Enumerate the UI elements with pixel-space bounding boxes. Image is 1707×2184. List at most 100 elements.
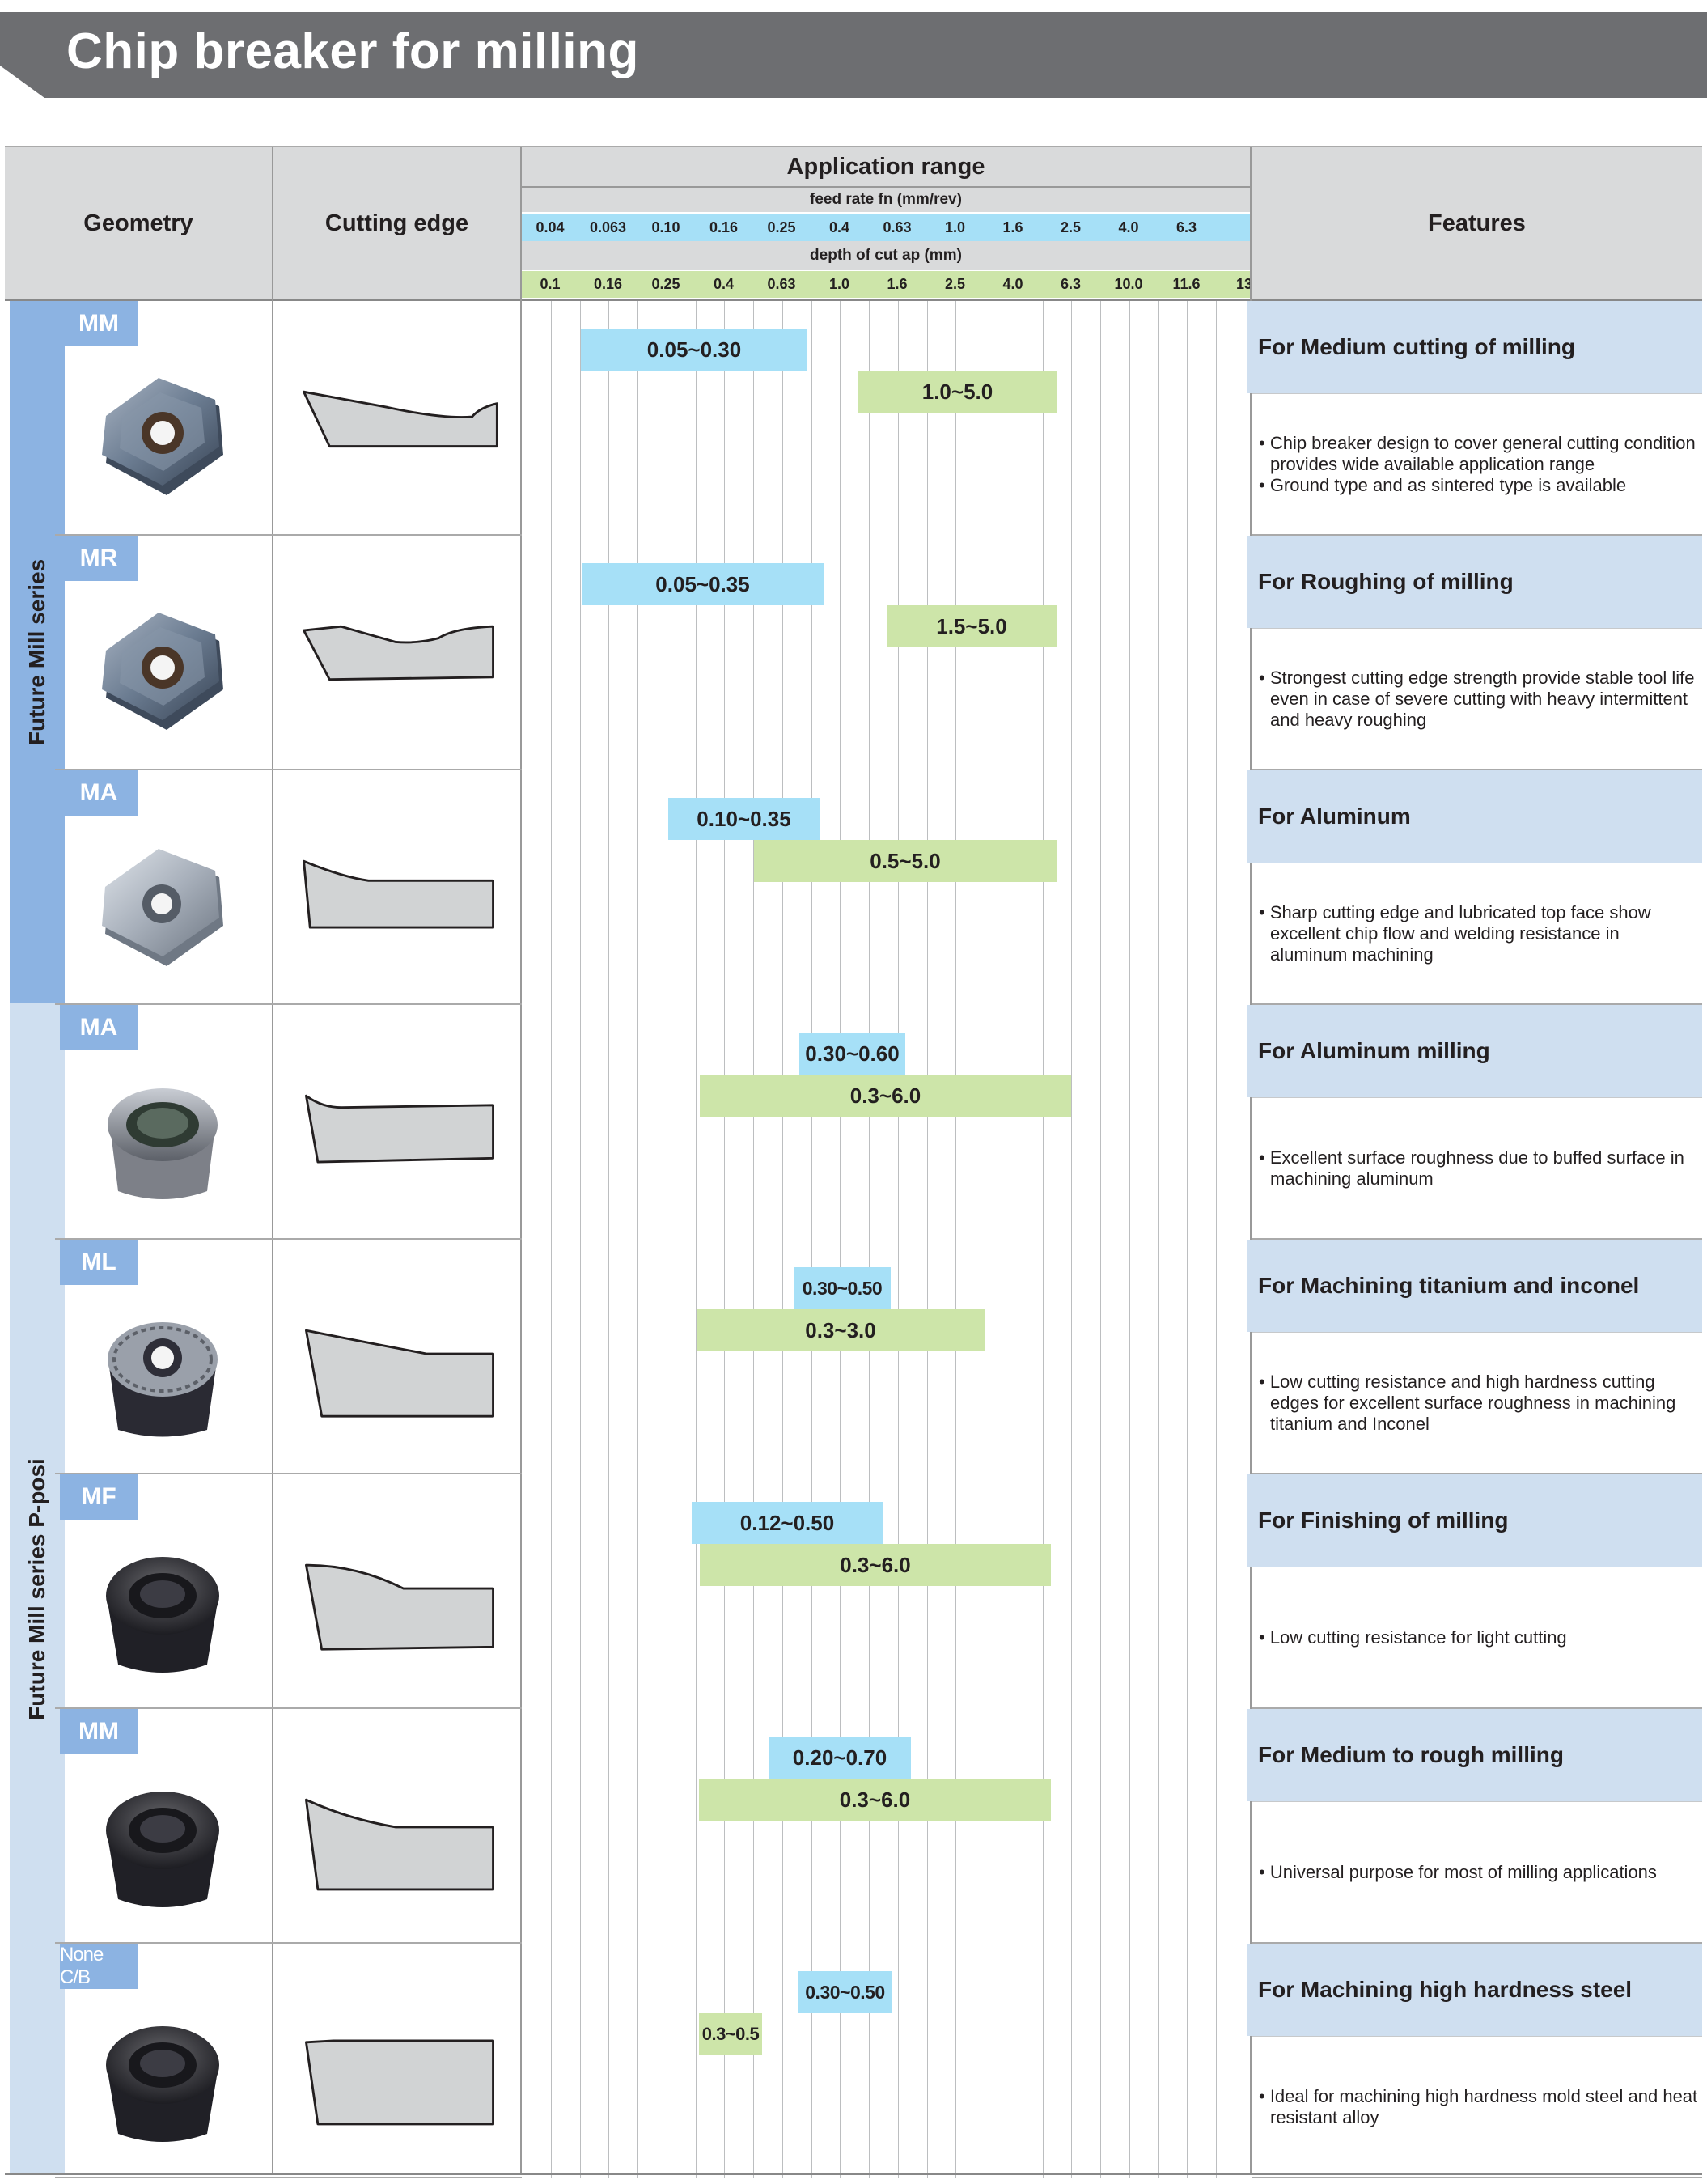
feed-range-bar: 0.05~0.30 xyxy=(581,329,807,371)
feed-range-bar: 0.30~0.50 xyxy=(794,1267,891,1309)
grid-line xyxy=(811,1944,812,2178)
feature-bullet: • Low cutting resistance and high hardne… xyxy=(1259,1372,1676,1434)
depth-tick-label: 13 xyxy=(1235,276,1253,292)
row-divider xyxy=(1252,1942,1702,1944)
feature-divider xyxy=(1252,1097,1702,1098)
depth-tick-label: 2.5 xyxy=(944,276,966,292)
header-divider xyxy=(522,186,1250,188)
feed-range-bar: 0.05~0.35 xyxy=(582,563,824,605)
grid-line xyxy=(840,1005,841,1240)
grid-line xyxy=(781,1709,783,1944)
grid-line xyxy=(1216,1944,1217,2178)
grid-line xyxy=(637,770,638,1005)
grid-line xyxy=(724,1474,726,1709)
header-cutting-edge: Cutting edge xyxy=(273,147,520,299)
grid-line xyxy=(1042,1005,1044,1240)
feature-divider xyxy=(1252,1332,1702,1333)
grid-line xyxy=(1071,1944,1073,2178)
grid-line xyxy=(724,1709,726,1944)
grid-line xyxy=(1129,1474,1130,1709)
grid-line xyxy=(781,536,783,770)
feature-description: • Sharp cutting edge and lubricated top … xyxy=(1259,863,1700,1005)
feature-bullet: • Universal purpose for most of milling … xyxy=(1259,1862,1657,1882)
grid-line xyxy=(840,770,841,1005)
table-top-border xyxy=(5,146,1702,147)
column-divider xyxy=(272,299,273,2175)
grid-line xyxy=(579,301,581,536)
grid-line xyxy=(1042,1944,1044,2178)
grid-line xyxy=(1187,1944,1188,2178)
feature-description: • Excellent surface roughness due to buf… xyxy=(1259,1097,1700,1240)
grid-line xyxy=(1071,1709,1073,1944)
grid-line xyxy=(1187,536,1188,770)
grid-line xyxy=(1216,1240,1217,1474)
grid-line xyxy=(550,301,552,536)
grid-line xyxy=(608,1709,610,1944)
insert-image xyxy=(86,1304,239,1450)
grid-line xyxy=(695,770,697,1005)
depth-range-bar: 0.5~5.0 xyxy=(754,840,1057,882)
grid-line xyxy=(637,536,638,770)
row-divider xyxy=(1252,1003,1702,1005)
chip-breaker-code: MF xyxy=(60,1474,138,1520)
feature-bullet: • Excellent surface roughness due to buf… xyxy=(1259,1147,1684,1189)
grid-line xyxy=(781,1944,783,2178)
feed-tick-label: 2.5 xyxy=(1060,218,1082,235)
feed-range-bar: 0.12~0.50 xyxy=(692,1502,883,1544)
chip-breaker-code: MA xyxy=(60,770,138,816)
feature-title: For Aluminum xyxy=(1247,770,1702,863)
feature-divider xyxy=(1252,628,1702,629)
insert-image xyxy=(86,1539,239,1685)
grid-line xyxy=(840,536,841,770)
feature-divider xyxy=(1252,1801,1702,1802)
depth-range-bar: 0.3~3.0 xyxy=(697,1309,985,1351)
grid-line xyxy=(1100,536,1101,770)
grid-line xyxy=(550,1005,552,1240)
feature-description: • Ideal for machining high hardness mold… xyxy=(1259,2036,1700,2178)
grid-line xyxy=(897,536,899,770)
grid-line xyxy=(1129,301,1130,536)
grid-line xyxy=(579,1944,581,2178)
grid-line xyxy=(1042,536,1044,770)
feed-range-bar: 0.30~0.50 xyxy=(798,1971,892,2013)
depth-tick-label: 0.25 xyxy=(651,276,680,292)
grid-line xyxy=(637,1240,638,1474)
feed-range-bar: 0.10~0.35 xyxy=(668,798,820,840)
grid-line xyxy=(840,1944,841,2178)
feed-range-bar: 0.20~0.70 xyxy=(769,1737,911,1779)
grid-line xyxy=(1071,1005,1073,1240)
grid-line xyxy=(1158,1240,1159,1474)
feature-bullet: • Chip breaker design to cover general c… xyxy=(1259,433,1696,474)
row-divider xyxy=(55,1003,522,1005)
feed-tick-label: 0.04 xyxy=(536,218,565,235)
chip-breaker-table: Geometry Cutting edge Features Applicati… xyxy=(5,146,1702,2178)
grid-line xyxy=(579,770,581,1005)
grid-line xyxy=(1158,1944,1159,2178)
header-geometry: Geometry xyxy=(5,147,272,299)
feed-tick-label: 4.0 xyxy=(1118,218,1139,235)
insert-image xyxy=(86,2008,239,2154)
column-divider xyxy=(1250,299,1252,2175)
chip-breaker-code: MA xyxy=(60,1005,138,1050)
grid-line xyxy=(926,301,928,536)
grid-line xyxy=(840,1474,841,1709)
grid-line xyxy=(811,1474,812,1709)
grid-line xyxy=(811,1240,812,1474)
cutting-edge-profile xyxy=(294,617,505,730)
grid-line xyxy=(753,1005,754,1240)
page-title: Chip breaker for milling xyxy=(66,23,639,79)
grid-line xyxy=(695,1474,697,1709)
grid-line xyxy=(753,1240,754,1474)
grid-line xyxy=(579,1005,581,1240)
grid-line xyxy=(869,536,870,770)
grid-line xyxy=(955,536,957,770)
feature-title: For Aluminum milling xyxy=(1247,1005,1702,1097)
grid-line xyxy=(781,301,783,536)
grid-line xyxy=(1187,1240,1188,1474)
feature-bullet: • Ideal for machining high hardness mold… xyxy=(1259,2086,1698,2127)
